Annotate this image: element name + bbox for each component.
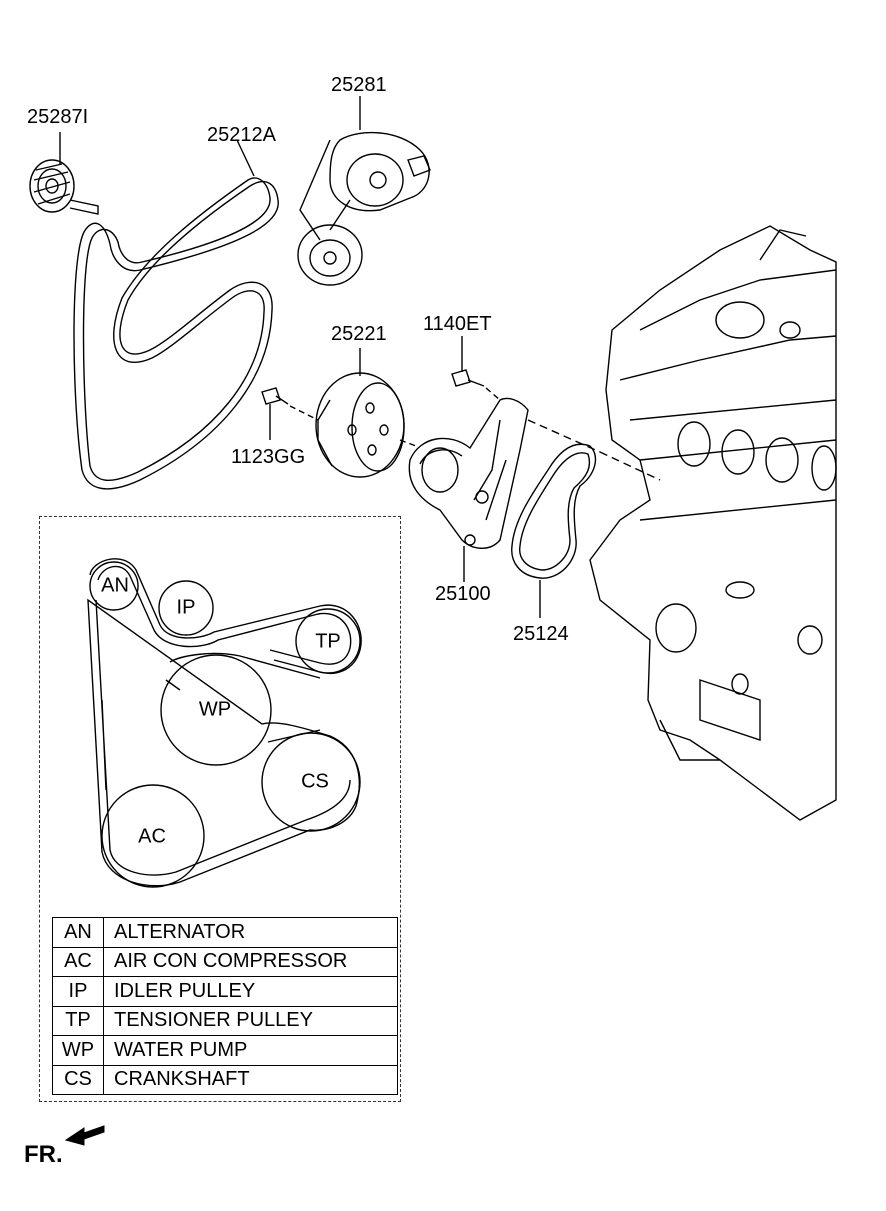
legend-abbr: WP <box>52 1035 104 1066</box>
part-label-25212A: 25212A <box>207 124 276 146</box>
bolt-1123GG <box>261 387 319 440</box>
air-con-compressor-pulley <box>101 784 205 888</box>
legend-row: TP TENSIONER PULLEY <box>52 1005 398 1036</box>
idler-pulley-25287I <box>29 132 99 215</box>
front-direction-arrow <box>64 1125 105 1146</box>
pulley-label-tp: TP <box>315 630 341 653</box>
engine-block <box>589 225 837 821</box>
legend-table: AN ALTERNATOR AC AIR CON COMPRESSOR IP I… <box>52 917 398 1095</box>
legend-row: IP IDLER PULLEY <box>52 976 398 1007</box>
pulley-label-ip: IP <box>176 596 196 619</box>
part-label-1140ET: 1140ET <box>423 313 492 335</box>
water-pump-25100 <box>399 397 529 582</box>
legend-row: CS CRANKSHAFT <box>52 1064 398 1095</box>
water-pump-pulley <box>160 654 272 766</box>
legend-row: WP WATER PUMP <box>52 1035 398 1066</box>
pulley-label-cs: CS <box>301 770 329 793</box>
tensioner-25281 <box>297 96 431 286</box>
legend-desc: TENSIONER PULLEY <box>103 1005 398 1036</box>
legend-row: AC AIR CON COMPRESSOR <box>52 946 398 977</box>
belt-routing-frame <box>39 516 401 1102</box>
pulley-label-an: AN <box>101 574 129 597</box>
legend-abbr: IP <box>52 976 104 1007</box>
water-pump-pulley-25221 <box>315 348 405 478</box>
front-direction-label: FR. <box>24 1141 63 1168</box>
drive-belt-25212A <box>73 139 279 490</box>
idler-pulley <box>158 580 214 636</box>
pulley-label-ac: AC <box>138 825 166 848</box>
legend-desc: ALTERNATOR <box>103 917 398 948</box>
legend-abbr: CS <box>52 1064 104 1095</box>
belt-routing-diagram <box>87 558 362 888</box>
legend-abbr: TP <box>52 1005 104 1036</box>
part-label-25124: 25124 <box>513 623 569 645</box>
part-label-1123GG: 1123GG <box>231 446 306 468</box>
part-label-25221: 25221 <box>331 323 387 345</box>
legend-abbr: AC <box>52 946 104 977</box>
gasket-25124 <box>511 419 661 618</box>
legend-row: AN ALTERNATOR <box>52 917 398 948</box>
pulley-label-wp: WP <box>198 698 232 721</box>
legend-desc: AIR CON COMPRESSOR <box>103 946 398 977</box>
part-label-25100: 25100 <box>435 583 491 605</box>
legend-abbr: AN <box>52 917 104 948</box>
legend-desc: IDLER PULLEY <box>103 976 398 1007</box>
bolt-1140ET <box>451 336 501 401</box>
part-label-25281: 25281 <box>331 74 387 96</box>
legend-desc: CRANKSHAFT <box>103 1064 398 1095</box>
legend-desc: WATER PUMP <box>103 1035 398 1066</box>
part-label-25287I: 25287I <box>27 106 89 128</box>
alternator-pulley <box>89 561 139 611</box>
